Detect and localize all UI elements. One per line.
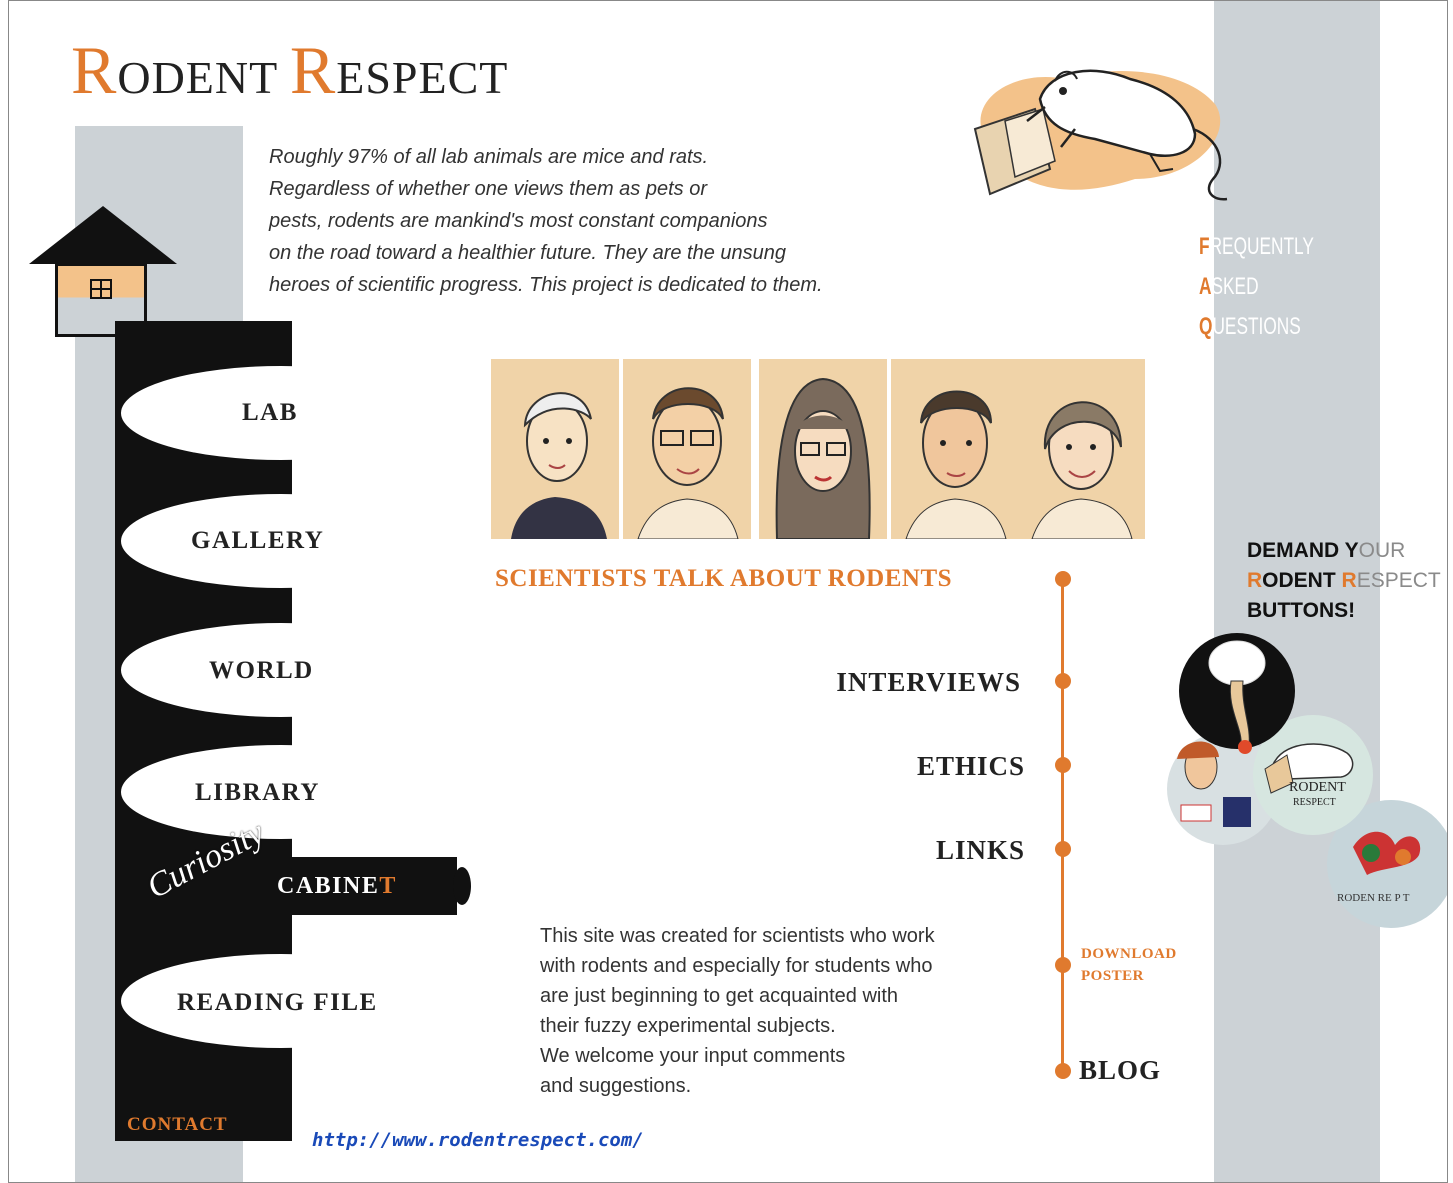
- badge-label: RODEN RE P T: [1337, 892, 1410, 904]
- page-frame: RODENT RESPECT Roughly 97% of all lab an…: [8, 0, 1448, 1183]
- demand-text: ODENT: [1262, 569, 1342, 592]
- about-text: This site was created for scientists who…: [540, 921, 1040, 1101]
- nav-notch: [121, 623, 441, 717]
- nav-reading-file[interactable]: READING FILE: [177, 989, 378, 1016]
- nav-notch: [121, 954, 441, 1048]
- cabinet-label-last: T: [379, 873, 397, 899]
- nav-gallery[interactable]: GALLERY: [191, 527, 325, 554]
- faq-initial-a: A: [1199, 273, 1212, 300]
- scientists-talk-title[interactable]: SCIENTISTS TALK ABOUT RODENTS: [495, 565, 953, 592]
- poster-label: POSTER: [1081, 968, 1145, 984]
- about-line: We welcome your input comments: [540, 1045, 846, 1067]
- badge-label: RESPECT: [1293, 797, 1336, 808]
- faq-word: REQUENTLY: [1209, 233, 1314, 260]
- nav-lab[interactable]: LAB: [242, 399, 298, 426]
- demand-text: OUR: [1358, 539, 1406, 562]
- demand-text: DEMAND Y: [1247, 539, 1359, 562]
- timeline-dot: [1055, 571, 1071, 587]
- nav-world[interactable]: WORLD: [209, 657, 314, 684]
- intro-line: on the road toward a healthier future. T…: [269, 242, 787, 264]
- nav-notch: [121, 494, 441, 588]
- intro-line: heroes of scientific progress. This proj…: [269, 274, 823, 296]
- nav-library[interactable]: LIBRARY: [195, 779, 320, 806]
- download-poster-link[interactable]: DOWNLOAD POSTER: [1081, 943, 1177, 987]
- demand-text: ESPECT: [1356, 569, 1441, 592]
- about-line: with rodents and especially for students…: [540, 955, 933, 977]
- faq-word: SKED: [1211, 273, 1259, 300]
- demand-buttons-link[interactable]: DEMAND YOUR RODENT RESPECT BUTTONS!: [1247, 536, 1441, 626]
- badge-label: RODENT: [1289, 780, 1346, 795]
- scientist-portrait[interactable]: [491, 359, 619, 539]
- about-line: are just beginning to get acquainted wit…: [540, 985, 899, 1007]
- faq-word: UESTIONS: [1212, 313, 1301, 340]
- faq-initial-f: F: [1199, 233, 1210, 260]
- about-line: This site was created for scientists who…: [540, 925, 935, 947]
- timeline-dot: [1055, 957, 1071, 973]
- demand-initial: R: [1341, 569, 1357, 592]
- timeline-dot: [1055, 841, 1071, 857]
- intro-line: Regardless of whether one views them as …: [269, 178, 707, 200]
- ethics-link[interactable]: ETHICS: [916, 751, 1025, 781]
- download-label: DOWNLOAD: [1081, 946, 1177, 962]
- title-rest-2: ESPECT: [336, 52, 509, 103]
- faq-initial-q: Q: [1199, 313, 1213, 340]
- rodent-respect-buttons-illustration[interactable]: RODEN RE P T RODENT RESPECT: [1157, 629, 1448, 929]
- links-link[interactable]: LINKS: [935, 835, 1025, 865]
- demand-initial: R: [1247, 569, 1263, 592]
- about-line: their fuzzy experimental subjects.: [540, 1015, 836, 1037]
- drawer-knob-icon: [453, 867, 471, 905]
- title-rest-1: ODENT: [117, 52, 278, 103]
- nav-curiosity-cabinet[interactable]: CABINET: [277, 873, 397, 900]
- cabinet-label: CABINE: [277, 873, 380, 899]
- intro-line: pests, rodents are mankind's most consta…: [269, 210, 768, 232]
- interviews-link[interactable]: INTERVIEWS: [836, 667, 1021, 697]
- scientist-portrait[interactable]: [759, 359, 887, 539]
- house-roof-icon: [29, 206, 177, 264]
- title-initial-r1: R: [71, 32, 118, 108]
- timeline-dot: [1055, 757, 1071, 773]
- cabinet-drawer: [292, 857, 457, 915]
- scientist-portrait[interactable]: [623, 359, 751, 539]
- intro-line: Roughly 97% of all lab animals are mice …: [269, 146, 709, 168]
- site-logo-title[interactable]: RODENT RESPECT: [71, 31, 508, 110]
- timeline-dot: [1055, 673, 1071, 689]
- house-window-icon: [90, 279, 112, 299]
- demand-text: BUTTONS!: [1247, 599, 1356, 622]
- blog-link[interactable]: BLOG: [1079, 1055, 1162, 1085]
- about-line: and suggestions.: [540, 1075, 692, 1097]
- scientist-portrait[interactable]: [1017, 359, 1145, 539]
- right-grey-strip: [1214, 1, 1380, 1182]
- title-initial-r2: R: [289, 32, 337, 108]
- faq-link[interactable]: FREQUENTLY ASKED QUESTIONS: [1199, 227, 1314, 347]
- rat-reading-book-illustration: [973, 69, 1228, 201]
- link-timeline-line: [1061, 579, 1064, 1072]
- site-url-link[interactable]: http://www.rodentrespect.com/: [312, 1129, 644, 1151]
- nav-contact[interactable]: CONTACT: [127, 1114, 228, 1135]
- nav-notch: [121, 366, 441, 460]
- scientist-portrait[interactable]: [891, 359, 1019, 539]
- nav-notch: [121, 745, 441, 839]
- timeline-dot: [1055, 1063, 1071, 1079]
- intro-text: Roughly 97% of all lab animals are mice …: [269, 141, 959, 301]
